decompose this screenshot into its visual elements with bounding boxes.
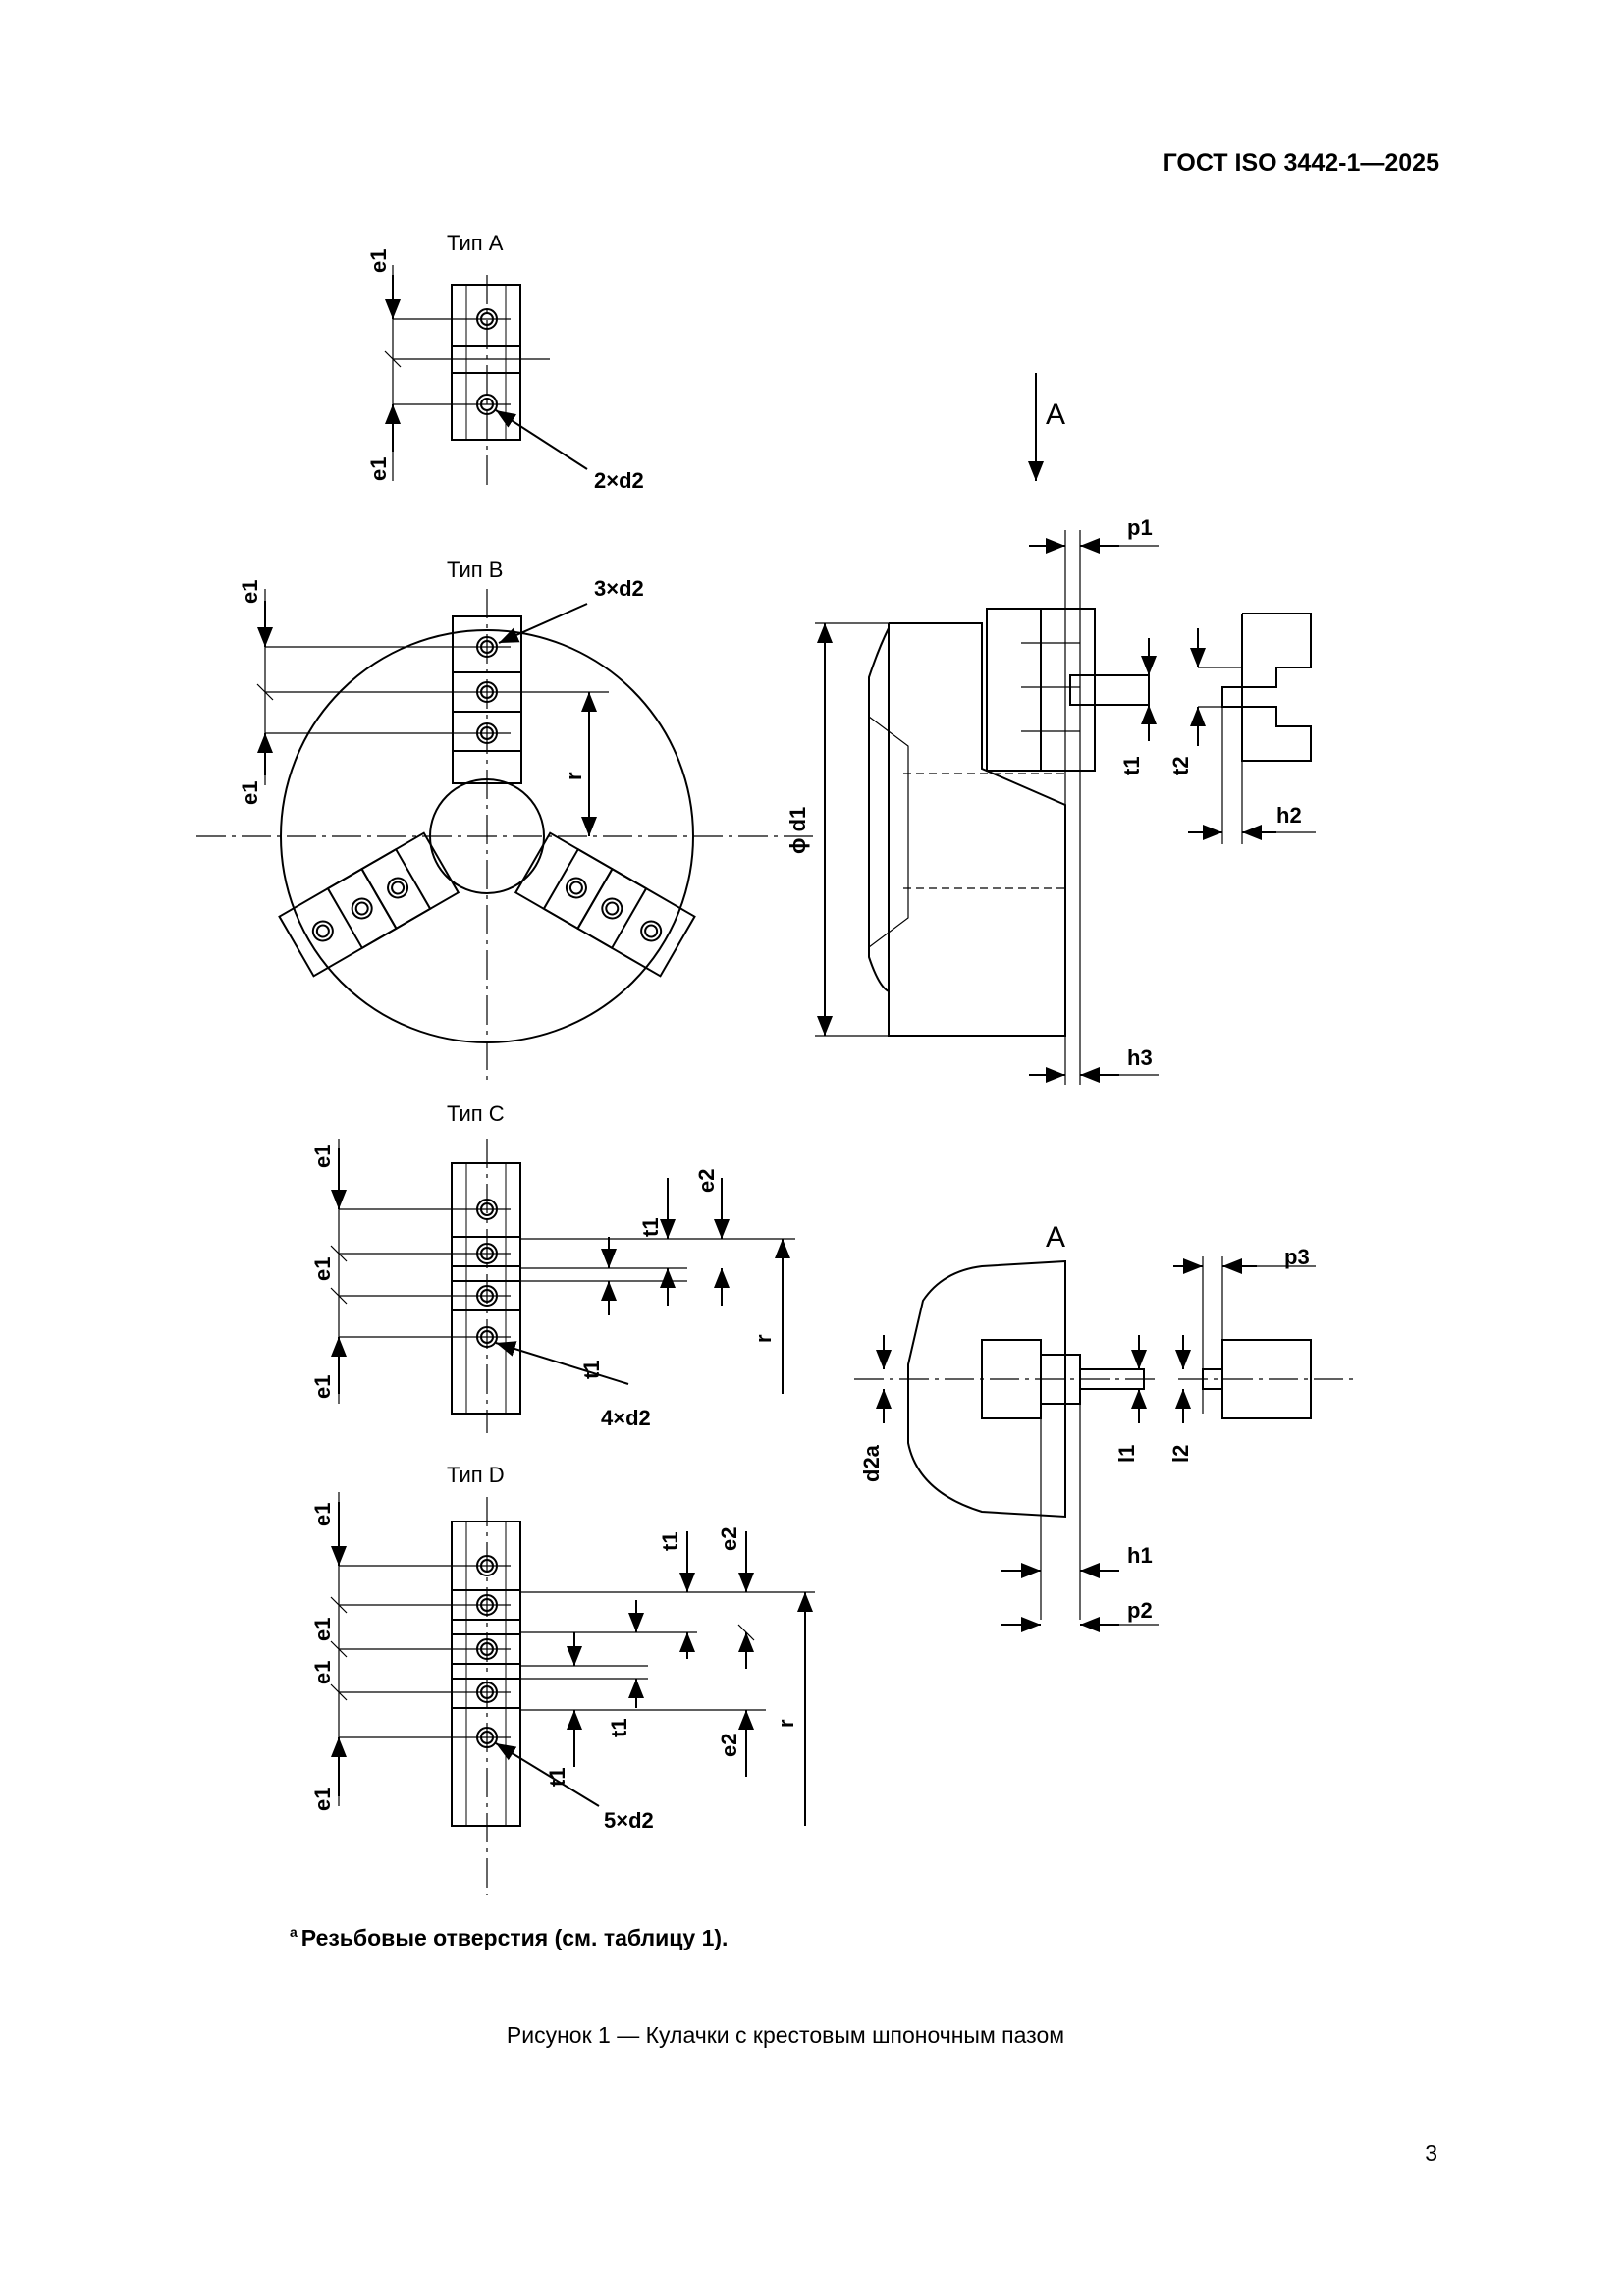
h2-label: h2: [1276, 803, 1302, 828]
type-c-title: Тип С: [447, 1101, 505, 1126]
l2-label: l2: [1168, 1445, 1193, 1463]
r-label: r: [562, 772, 586, 780]
e2-label: e2: [717, 1734, 741, 1757]
e1-label: e1: [238, 781, 262, 805]
e1-label: e1: [310, 1375, 335, 1399]
type-a-title: Тип А: [447, 231, 504, 255]
h3-label: h3: [1127, 1045, 1153, 1070]
t1-label: t1: [579, 1360, 604, 1379]
r-label: r: [751, 1334, 776, 1343]
type-d-title: Тип D: [447, 1463, 505, 1487]
e1-label: e1: [310, 1618, 335, 1641]
document-header: ГОСТ ISO 3442-1—2025: [1163, 149, 1439, 177]
h1-label: h1: [1127, 1543, 1153, 1568]
side-section-view: [815, 373, 1316, 1085]
e1-label: e1: [310, 1145, 335, 1168]
t1-label: t1: [638, 1217, 663, 1237]
holes-3-label: 3×d2: [594, 576, 644, 601]
holes-4-label: 4×d2: [601, 1406, 651, 1430]
view-a-title: A: [1046, 1221, 1065, 1254]
footnote-text: Резьбовые отверстия (см. таблицу 1).: [300, 1925, 729, 1950]
type-b-view: [196, 589, 815, 1080]
e1-label: e1: [310, 1503, 335, 1526]
type-a-view: [384, 265, 588, 491]
type-d-view: [330, 1492, 815, 1895]
t2-label: t2: [1168, 756, 1193, 775]
e1-label: e1: [238, 580, 262, 604]
e1-label: e1: [310, 1257, 335, 1281]
e1-label: e1: [366, 249, 391, 273]
r-label: r: [774, 1719, 798, 1728]
e1-label: e1: [366, 457, 391, 481]
d1-label: ϕ d1: [785, 807, 810, 854]
type-b-title: Тип В: [447, 558, 503, 582]
holes-2-label: 2×d2: [594, 468, 644, 493]
figure-caption: Рисунок 1 — Кулачки с крестовым шпоночны…: [506, 2022, 1065, 2048]
page-number: 3: [1425, 2140, 1437, 2165]
view-a-arrow-label: А: [1046, 399, 1065, 431]
e2-label: e2: [694, 1169, 719, 1193]
t1-label: t1: [658, 1531, 682, 1551]
t1-label: t1: [607, 1718, 631, 1737]
footnote-marker: a: [290, 1924, 298, 1940]
type-c-view: [330, 1139, 795, 1433]
holes-5-label: 5×d2: [604, 1808, 654, 1833]
e1-label: e1: [310, 1788, 335, 1811]
e2-label: e2: [717, 1527, 741, 1551]
d2a-label: d2a: [859, 1444, 884, 1482]
p1-label: p1: [1127, 515, 1153, 540]
view-a: [854, 1256, 1355, 1632]
p2-label: p2: [1127, 1598, 1153, 1623]
e1-label: e1: [310, 1661, 335, 1684]
t1-label: t1: [1119, 756, 1144, 775]
l1-label: l1: [1114, 1445, 1139, 1463]
t1-label: t1: [545, 1767, 569, 1787]
p3-label: p3: [1284, 1245, 1310, 1269]
